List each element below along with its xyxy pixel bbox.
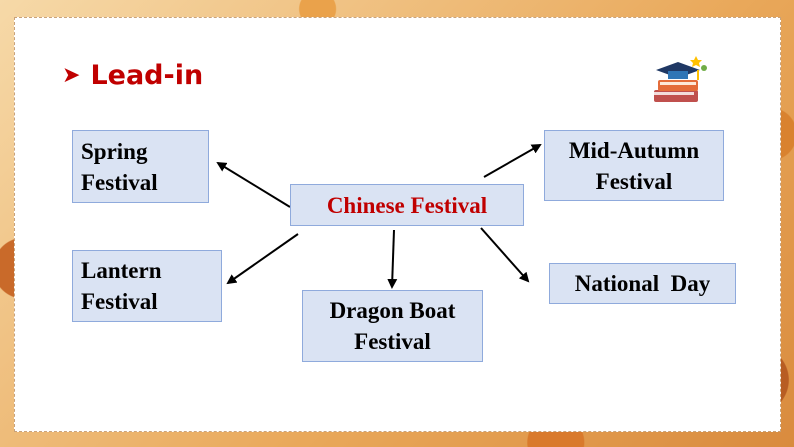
node-label-line1: National Day: [575, 268, 710, 299]
node-lantern-festival: Lantern Festival: [72, 250, 222, 322]
arrow-to-dragon-boat: [392, 230, 394, 287]
node-label-line2: Festival: [81, 286, 162, 317]
node-dragon-boat-festival: Dragon Boat Festival: [302, 290, 483, 362]
node-spring-festival: Spring Festival: [72, 130, 209, 203]
node-label-line2: Festival: [81, 167, 158, 198]
node-label-line1: Spring: [81, 136, 158, 167]
node-label-line1: Mid-Autumn: [569, 135, 699, 166]
node-national-day: National Day: [549, 263, 736, 304]
arrow-to-national-day: [481, 228, 528, 281]
arrow-to-spring: [218, 163, 290, 207]
center-label: Chinese Festival: [327, 190, 487, 221]
node-label-line2: Festival: [330, 326, 456, 357]
arrow-to-lantern: [228, 234, 298, 283]
node-label-line1: Lantern: [81, 255, 162, 286]
node-label-line1: Dragon Boat: [330, 295, 456, 326]
center-node-chinese-festival: Chinese Festival: [290, 184, 524, 226]
node-label-line2: Festival: [569, 166, 699, 197]
node-mid-autumn-festival: Mid-Autumn Festival: [544, 130, 724, 201]
arrow-to-mid-autumn: [484, 145, 540, 177]
